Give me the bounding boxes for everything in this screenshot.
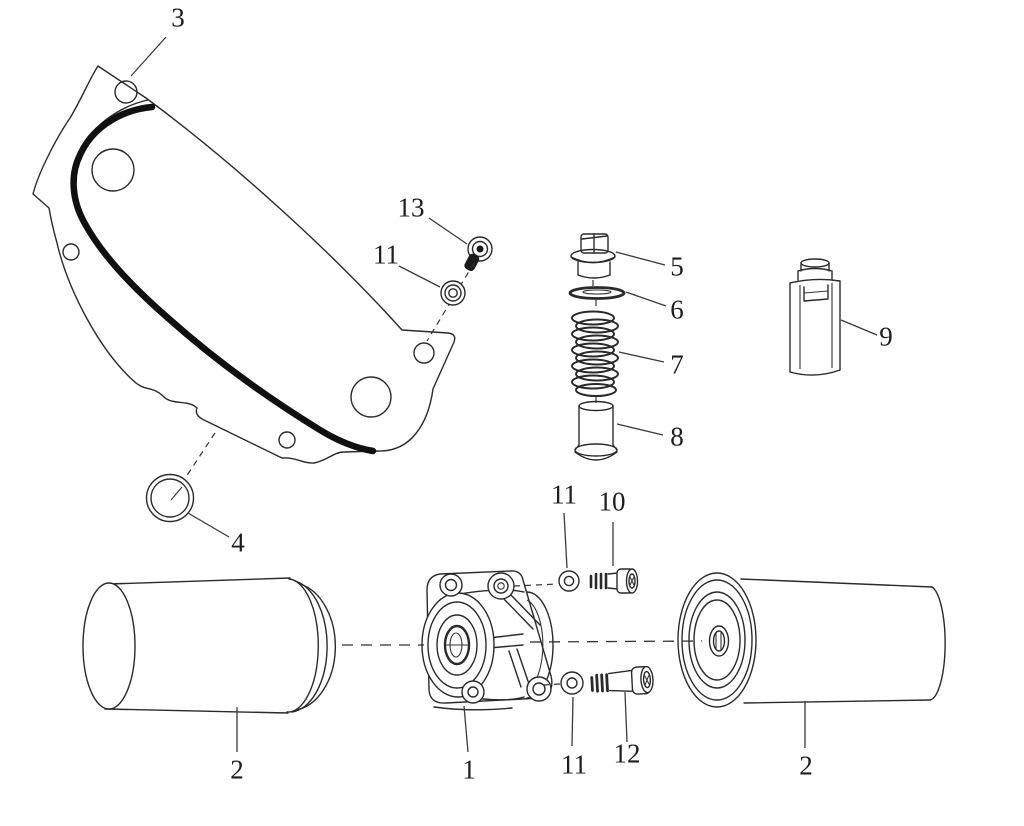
filter-right-drawing — [677, 572, 946, 708]
piston-drawing — [574, 400, 618, 461]
washer-drawing-middle — [558, 570, 580, 592]
filter-left-drawing — [82, 577, 337, 714]
callout-3: 3 — [171, 2, 185, 33]
filter-head-drawing — [421, 570, 554, 711]
bolt-drawing-upper — [589, 568, 639, 594]
cover-plate-drawing — [32, 65, 456, 464]
washer-drawing-top — [426, 262, 475, 342]
leader-lines — [130, 36, 878, 753]
connector-drawing — [789, 258, 841, 376]
washer-drawing-bottom — [560, 671, 584, 695]
callout-13: 13 — [397, 192, 425, 223]
callout-1: 1 — [462, 754, 476, 785]
screw-drawing — [464, 236, 493, 272]
bolt-drawing-lower — [590, 665, 654, 695]
seal-washer-drawing — [568, 286, 626, 300]
callout-2-right: 2 — [799, 750, 813, 781]
callout-10: 10 — [598, 486, 626, 517]
callout-7: 7 — [670, 349, 684, 380]
callout-11-top: 11 — [373, 239, 399, 270]
callout-11-bottom: 11 — [561, 749, 587, 780]
callout-11-mid: 11 — [551, 479, 577, 510]
callout-8: 8 — [670, 421, 684, 452]
assembly-axis-lines — [342, 583, 703, 686]
o-ring-drawing — [145, 432, 216, 523]
callout-2-left: 2 — [230, 754, 244, 785]
spring-drawing — [571, 310, 619, 397]
callout-5: 5 — [670, 251, 684, 282]
gasket-line — [70, 103, 377, 455]
callout-6: 6 — [670, 294, 684, 325]
plug-drawing — [570, 233, 616, 279]
callout-12: 12 — [613, 738, 641, 769]
callout-9: 9 — [879, 321, 893, 352]
callout-4: 4 — [231, 527, 245, 558]
